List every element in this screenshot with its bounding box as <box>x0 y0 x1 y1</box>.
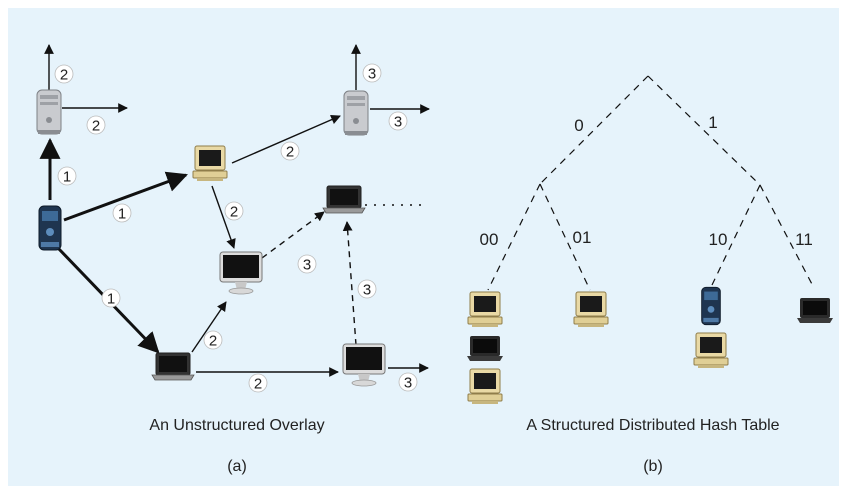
crt-computer-icon <box>192 145 228 182</box>
tree-edge-01 <box>539 183 591 291</box>
caption-a: An Unstructured Overlay <box>149 417 324 434</box>
badge-laptop-imac: 2 <box>203 330 223 350</box>
crt-computer-icon <box>693 332 729 369</box>
bit-label-01: 01 <box>573 228 592 247</box>
badge-blue-crt: 1 <box>112 203 132 223</box>
laptop-icon <box>467 336 503 361</box>
tree-edge-00 <box>487 183 541 291</box>
svg-text:2: 2 <box>230 204 238 221</box>
tower-computer-icon <box>36 89 62 135</box>
svg-text:3: 3 <box>363 282 371 299</box>
bit-label-1: 1 <box>708 113 717 132</box>
svg-text:3: 3 <box>404 375 412 392</box>
imac-icon <box>342 343 386 387</box>
badge-crt-imac: 2 <box>224 201 244 221</box>
tree-edge-1 <box>647 75 761 186</box>
tower-computer-icon <box>343 90 369 136</box>
svg-text:1: 1 <box>63 169 71 186</box>
edge-blue-crt <box>63 171 188 222</box>
crt-computer-icon <box>467 368 503 405</box>
tree-edge-11 <box>759 184 815 289</box>
svg-text:1: 1 <box>118 206 126 223</box>
badge-monitor-laptop2: 3 <box>357 279 377 299</box>
crt-computer-icon <box>467 291 503 328</box>
tree-edge-0 <box>539 75 649 185</box>
svg-text:2: 2 <box>60 67 68 84</box>
blue-tower-icon <box>701 286 721 326</box>
edge-crt-tower2 <box>231 115 341 164</box>
sublabel-a: (a) <box>227 458 247 475</box>
crt-computer-icon <box>573 291 609 328</box>
diagram-panel <box>8 8 839 486</box>
panel-b-leaves <box>467 286 833 405</box>
laptop-icon <box>151 352 195 381</box>
svg-text:2: 2 <box>254 376 262 393</box>
edge-monitor-laptop2 <box>342 221 357 346</box>
badge-laptop-monitor: 2 <box>248 373 268 393</box>
badge-monitor-out: 3 <box>398 372 418 392</box>
caption-b: A Structured Distributed Hash Table <box>526 417 779 434</box>
svg-text:3: 3 <box>368 66 376 83</box>
edge-imac-laptop2 <box>261 211 325 259</box>
badge-blue-laptop: 1 <box>101 288 121 308</box>
panel-b-tree: 0 1 00 01 10 11 <box>480 75 815 291</box>
badge-crt-tower2: 2 <box>280 141 300 161</box>
bit-label-00: 00 <box>480 230 499 249</box>
panel-a-edges <box>39 44 430 377</box>
badge-tower-right: 2 <box>86 115 106 135</box>
badge-tower2-right: 3 <box>388 111 408 131</box>
imac-icon <box>219 251 263 295</box>
bit-label-11: 11 <box>795 230 813 249</box>
edge-laptop-imac <box>191 301 227 353</box>
laptop-icon <box>797 298 833 323</box>
svg-text:2: 2 <box>286 144 294 161</box>
bit-label-0: 0 <box>574 116 583 135</box>
badge-blue-tower: 1 <box>57 166 77 186</box>
badge-tower2-up: 3 <box>362 63 382 83</box>
blue-tower-icon <box>38 205 62 251</box>
laptop-icon <box>322 185 366 214</box>
edge-crt-imac <box>211 185 236 249</box>
tree-edge-10 <box>711 184 761 286</box>
bit-label-10: 10 <box>709 230 728 249</box>
badge-tower-up: 2 <box>54 64 74 84</box>
svg-text:3: 3 <box>303 257 311 274</box>
svg-text:1: 1 <box>107 291 115 308</box>
panel-a-badges: 2 2 3 3 1 1 1 2 2 2 2 3 3 3 <box>54 63 418 393</box>
badge-imac-laptop2: 3 <box>297 254 317 274</box>
svg-text:3: 3 <box>394 114 402 131</box>
svg-text:2: 2 <box>209 333 217 350</box>
svg-text:2: 2 <box>92 118 100 135</box>
sublabel-b: (b) <box>643 458 663 475</box>
